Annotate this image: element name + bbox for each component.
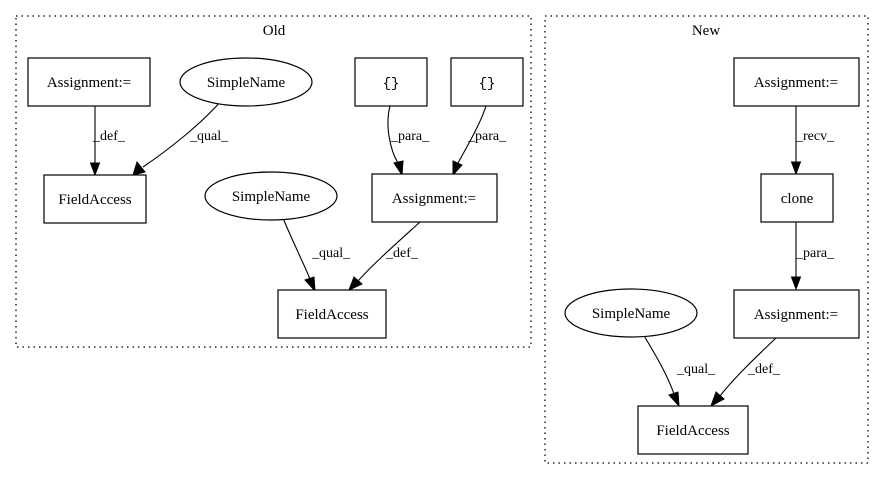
- old-node-brace-right: {}: [450, 57, 524, 107]
- old-node-fieldaccess-left-box: [43, 174, 147, 224]
- old-edge-def-left-label: _def_: [92, 129, 126, 144]
- old-node-fieldaccess-left: FieldAccess: [43, 174, 147, 224]
- old-edge-para-right-label: _para_: [467, 129, 507, 144]
- old-node-assignment-right-box: [371, 173, 498, 223]
- old-edge-def-left-arrowhead: [89, 162, 101, 177]
- new-node-simplename: SimpleName: [564, 288, 698, 338]
- new-node-simplename-label: SimpleName: [592, 306, 671, 322]
- new-edge-qual-arrowhead: [668, 391, 680, 408]
- old-edge-qual-mid-label: _qual_: [311, 246, 351, 261]
- new-edge-recv: _recv_: [790, 106, 835, 176]
- new-edge-qual-label: _qual_: [676, 362, 716, 377]
- old-node-assignment-left: Assignment:=: [27, 57, 151, 107]
- old-node-fieldaccess-bottom-label: FieldAccess: [295, 307, 368, 323]
- cluster-old: Old: [15, 15, 532, 348]
- old-edge-qual-mid: _qual_: [282, 217, 351, 293]
- old-edge-qual-mid-line: [282, 217, 311, 280]
- old-node-assignment-left-box: [27, 57, 151, 107]
- cluster-old-title: Old: [263, 23, 286, 39]
- old-edge-qual-top-arrowhead: [132, 160, 146, 176]
- old-edge-para-right: _para_: [452, 105, 507, 177]
- new-node-clone-box: [760, 173, 834, 223]
- new-edge-para-arrowhead: [790, 276, 802, 291]
- old-edge-para-left: _para_: [387, 105, 430, 177]
- old-node-brace-left-box: [354, 57, 428, 107]
- new-edge-def-arrowhead: [710, 391, 725, 408]
- new-node-fieldaccess-box: [637, 405, 749, 455]
- new-edge-def: _def_: [710, 337, 781, 408]
- old-node-fieldaccess-bottom-box: [277, 289, 387, 339]
- old-node-simplename-top: SimpleName: [179, 57, 313, 107]
- old-node-assignment-left-label: Assignment:=: [47, 75, 131, 91]
- old-edge-qual-mid-arrowhead: [304, 276, 316, 293]
- new-node-simplename-ellipse: [564, 288, 698, 338]
- old-edge-para-left-line: [387, 105, 399, 164]
- old-edge-def-left: _def_: [89, 106, 126, 177]
- new-node-assignment-bottom-label: Assignment:=: [754, 307, 838, 323]
- old-node-fieldaccess-left-label: FieldAccess: [58, 192, 131, 208]
- old-node-simplename-top-ellipse: [179, 57, 313, 107]
- old-node-brace-left: {}: [354, 57, 428, 107]
- old-edge-qual-top: _qual_: [132, 100, 229, 176]
- new-node-fieldaccess-label: FieldAccess: [656, 423, 729, 439]
- new-node-fieldaccess: FieldAccess: [637, 405, 749, 455]
- old-node-simplename-mid-ellipse: [204, 171, 338, 221]
- new-node-clone-label: clone: [781, 191, 814, 207]
- new-edge-recv-label: _recv_: [795, 129, 835, 144]
- new-edge-para: _para_: [790, 222, 835, 291]
- new-edge-def-line: [719, 337, 777, 397]
- old-edge-def-right: _def_: [348, 221, 421, 291]
- new-node-assignment-top-label: Assignment:=: [754, 75, 838, 91]
- old-node-brace-right-box: [450, 57, 524, 107]
- old-edge-def-right-line: [357, 221, 421, 282]
- cluster-new: New: [544, 15, 869, 464]
- old-edge-qual-top-line: [142, 100, 222, 168]
- old-node-brace-left-label: {}: [383, 76, 400, 92]
- new-edge-qual: _qual_: [642, 333, 716, 408]
- old-node-simplename-mid-label: SimpleName: [232, 189, 311, 205]
- old-edge-para-right-line: [457, 105, 487, 164]
- old-edge-para-left-label: _para_: [390, 129, 430, 144]
- old-edge-def-right-label: _def_: [385, 246, 419, 261]
- old-edge-qual-top-label: _qual_: [189, 129, 229, 144]
- new-node-assignment-top-box: [733, 57, 860, 107]
- old-edge-def-right-arrowhead: [348, 276, 363, 291]
- new-node-assignment-bottom-box: [733, 289, 860, 339]
- old-node-fieldaccess-bottom: FieldAccess: [277, 289, 387, 339]
- new-node-assignment-top: Assignment:=: [733, 57, 860, 107]
- old-node-assignment-right-label: Assignment:=: [392, 191, 476, 207]
- new-edge-def-label: _def_: [747, 362, 781, 377]
- new-node-clone: clone: [760, 173, 834, 223]
- old-edge-para-left-arrowhead: [393, 160, 404, 177]
- old-edge-para-right-arrowhead: [452, 160, 463, 177]
- old-node-brace-right-label: {}: [479, 76, 496, 92]
- old-node-simplename-top-label: SimpleName: [207, 75, 286, 91]
- new-edge-recv-arrowhead: [790, 161, 802, 176]
- cluster-new-title: New: [692, 23, 720, 39]
- new-edge-para-label: _para_: [795, 246, 835, 261]
- old-node-assignment-right: Assignment:=: [371, 173, 498, 223]
- new-edge-qual-line: [642, 333, 675, 395]
- new-node-assignment-bottom: Assignment:=: [733, 289, 860, 339]
- old-node-simplename-mid: SimpleName: [204, 171, 338, 221]
